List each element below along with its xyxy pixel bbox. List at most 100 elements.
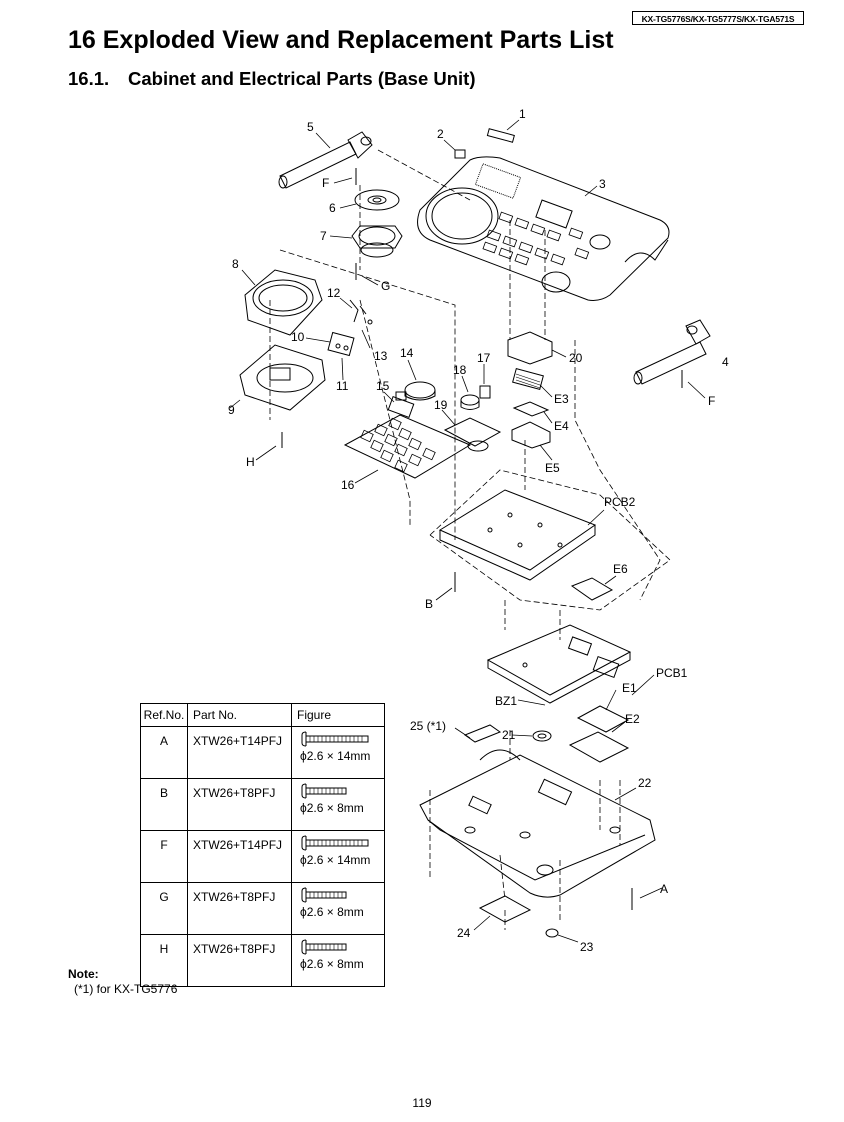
callout-e6: E6 [613, 562, 628, 576]
part-e3 [512, 368, 544, 390]
table-row: F XTW26+T14PFJ ϕ2.6 × 14mm [140, 830, 385, 883]
callout-e4: E4 [554, 419, 569, 433]
part-speaker-holder [351, 225, 403, 258]
ref-cell: F [140, 830, 188, 883]
part-e1 [576, 705, 630, 733]
callout-24: 24 [457, 926, 471, 940]
callout-pcb1: PCB1 [656, 666, 688, 680]
part-21-ring [532, 730, 552, 742]
figure-cell: ϕ2.6 × 14mm [291, 830, 385, 883]
part-e4 [512, 401, 550, 417]
section-title: 16 Exploded View and Replacement Parts L… [68, 26, 614, 54]
callout-screw-h: H [246, 455, 255, 469]
part-no-cell: XTW26+T14PFJ [187, 830, 292, 883]
table-row: B XTW26+T8PFJ ϕ2.6 × 8mm [140, 778, 385, 831]
part-e5 [511, 421, 551, 449]
figure-cell: ϕ2.6 × 8mm [291, 778, 385, 831]
short-screw-icon [301, 887, 347, 903]
callout-5: 5 [307, 120, 314, 134]
diagram-callouts: 1 2 3 4 5 6 7 8 9 10 11 12 13 14 15 16 1… [228, 107, 729, 954]
ref-cell: H [140, 934, 188, 987]
callout-e5: E5 [545, 461, 560, 475]
part-no-cell: XTW26+T8PFJ [187, 934, 292, 987]
subsection-title: Cabinet and Electrical Parts (Base Unit) [128, 68, 476, 89]
part-17 [479, 385, 491, 399]
callout-screw-f-left: F [322, 176, 329, 190]
screw-dimension: ϕ2.6 × 8mm [300, 957, 364, 971]
callout-13: 13 [374, 349, 388, 363]
callout-16: 16 [341, 478, 355, 492]
callout-bz1: BZ1 [495, 694, 517, 708]
callout-19: 19 [434, 398, 448, 412]
callout-e2: E2 [625, 712, 640, 726]
part-e6 [570, 577, 614, 601]
col-figure: Figure [291, 703, 385, 727]
part-23-foot [545, 928, 559, 938]
callout-7: 7 [320, 229, 327, 243]
callout-22: 22 [638, 776, 652, 790]
part-keypad [343, 414, 472, 479]
callout-screw-g: G [381, 279, 390, 293]
pcb1-board [486, 624, 632, 704]
part-25-label [463, 724, 502, 743]
callout-6: 6 [329, 201, 336, 215]
callout-25: 25 (*1) [410, 719, 446, 733]
part-antenna-left [278, 131, 373, 189]
model-numbers: KX-TG5776S/KX-TG5777S/KX-TGA571S [632, 11, 804, 25]
callout-9: 9 [228, 403, 235, 417]
col-ref-no: Ref.No. [140, 703, 188, 727]
callout-8: 8 [232, 257, 239, 271]
callout-12: 12 [327, 286, 341, 300]
callout-4: 4 [722, 355, 729, 369]
callout-23: 23 [580, 940, 594, 954]
callout-11: 11 [336, 379, 349, 393]
ref-cell: G [140, 882, 188, 935]
part-no-cell: XTW26+T14PFJ [187, 726, 292, 779]
assembly-guide-lines [269, 149, 671, 930]
callout-17: 17 [477, 351, 491, 365]
callout-10: 10 [291, 330, 305, 344]
part-24-sheet [478, 895, 532, 923]
long-screw-icon [301, 835, 369, 851]
note-text: (*1) for KX-TG5776 [74, 982, 178, 996]
table-header-row: Ref.No. Part No. Figure [140, 703, 385, 727]
part-ring-holder [244, 269, 323, 336]
table-row: H XTW26+T8PFJ ϕ2.6 × 8mm [140, 934, 385, 987]
part-1-label [486, 128, 515, 143]
short-screw-icon [301, 939, 347, 955]
note-title: Note: [68, 967, 99, 981]
callout-14: 14 [400, 346, 414, 360]
part-speaker [354, 189, 400, 211]
part-2-tape [454, 149, 466, 159]
part-frame [239, 344, 326, 411]
figure-cell: ϕ2.6 × 8mm [291, 934, 385, 987]
callout-screw-a: A [660, 882, 668, 896]
screw-dimension: ϕ2.6 × 8mm [300, 905, 364, 919]
callout-20: 20 [569, 351, 583, 365]
callout-1: 1 [519, 107, 526, 121]
callout-15: 15 [376, 379, 390, 393]
figure-cell: ϕ2.6 × 14mm [291, 726, 385, 779]
figure-cell: ϕ2.6 × 8mm [291, 882, 385, 935]
col-part-no: Part No. [187, 703, 292, 727]
part-button-18 [460, 394, 480, 410]
part-top-cabinet [417, 156, 670, 301]
part-20-cover [507, 331, 553, 365]
part-bottom-cabinet [419, 749, 656, 898]
callout-21: 21 [502, 728, 516, 742]
part-switch-assembly [327, 299, 373, 357]
table-row: A XTW26+T14PFJ ϕ2.6 × 14mm [140, 726, 385, 779]
part-button-15 [387, 391, 415, 418]
callout-pcb2: PCB2 [604, 495, 636, 509]
screw-parts-table: Ref.No. Part No. Figure A XTW26+T14PFJ ϕ… [140, 703, 385, 987]
screw-dimension: ϕ2.6 × 14mm [300, 749, 371, 763]
subsection-number: 16.1. [68, 68, 110, 89]
part-rubber-button-14 [404, 381, 436, 401]
table-row: G XTW26+T8PFJ ϕ2.6 × 8mm [140, 882, 385, 935]
leader-lines [229, 119, 706, 943]
part-no-cell: XTW26+T8PFJ [187, 778, 292, 831]
screw-dimension: ϕ2.6 × 8mm [300, 801, 364, 815]
subsection-heading: 16.1. Cabinet and Electrical Parts (Base … [68, 68, 476, 90]
ref-cell: A [140, 726, 188, 779]
